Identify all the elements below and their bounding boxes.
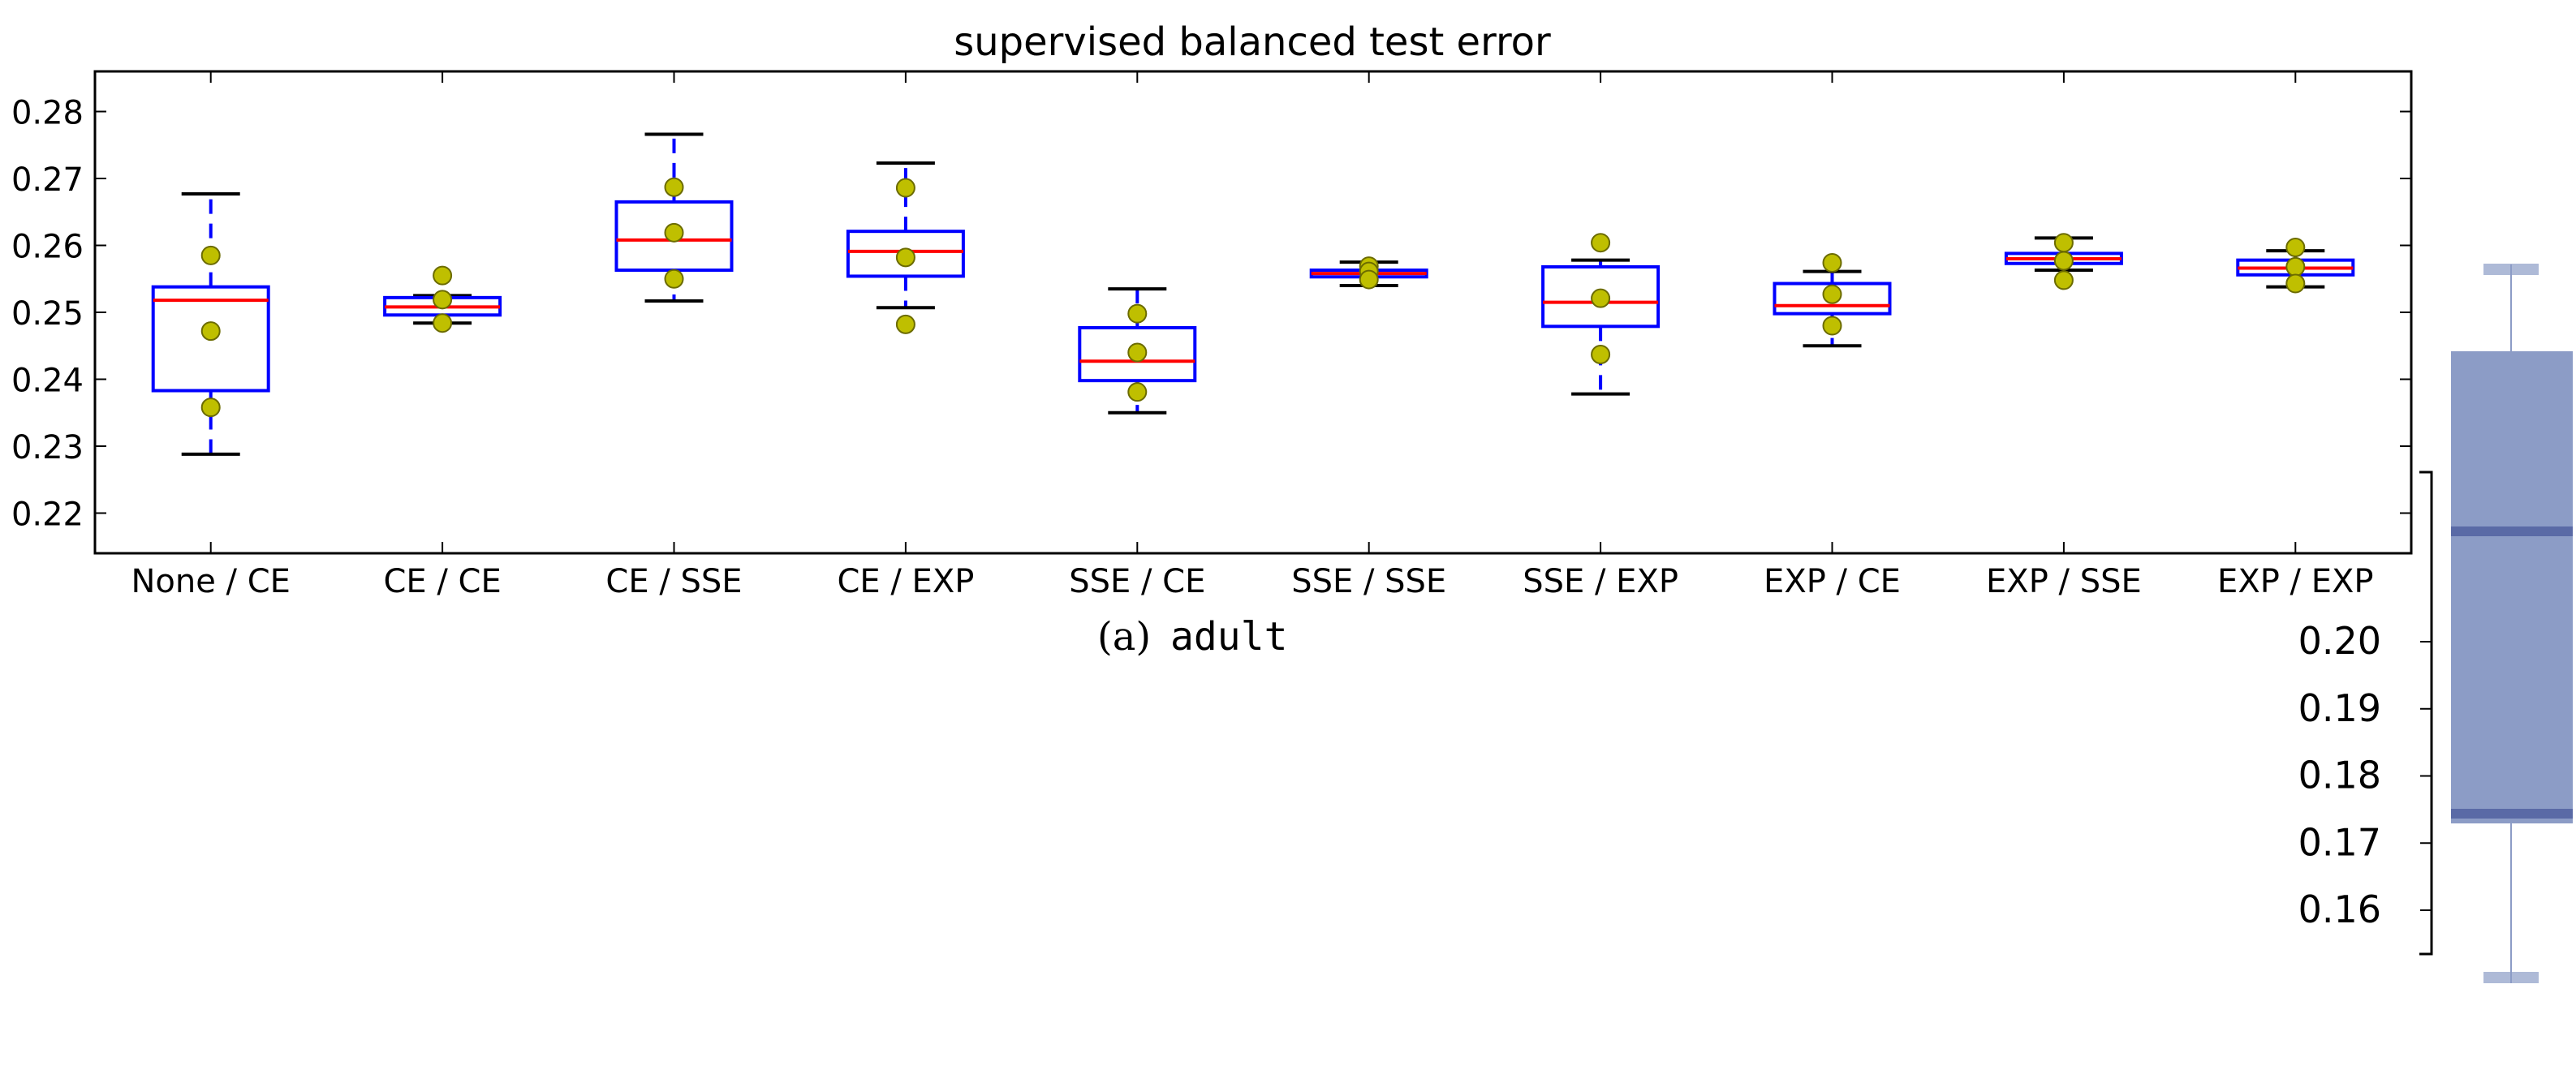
fragment-box [2451, 351, 2573, 823]
x-tick-label: CE / EXP [837, 563, 974, 600]
data-point [200, 321, 221, 342]
fragment-tick-label: 0.19 [2298, 686, 2381, 730]
data-point [2285, 237, 2306, 257]
x-axis: None / CE CE / CE CE / SSE CE / EXP SSE / CE… [131, 71, 2374, 600]
x-tick-label: EXP / EXP [2217, 563, 2374, 600]
box-5 [1078, 287, 1197, 415]
data-point [1591, 344, 1611, 364]
x-tick-label: None / CE [131, 563, 290, 600]
data-point [895, 314, 915, 334]
fragment-tick-label: 0.20 [2298, 619, 2381, 663]
fragment-upper-cap [2483, 264, 2539, 275]
data-point [2053, 251, 2074, 271]
neighbor-chart-fragment: 0.20 0.19 0.18 0.17 0.16 [2298, 264, 2573, 983]
x-tick-label: SSE / CE [1069, 563, 1205, 600]
data-point [1359, 269, 1379, 290]
fragment-box-edge [2451, 809, 2573, 819]
iqr-box [846, 230, 965, 278]
box-series [151, 132, 2355, 456]
data-point [1822, 252, 1842, 273]
plot-area [93, 70, 2413, 555]
data-point [2053, 270, 2074, 290]
y-tick-label: 0.26 [11, 229, 84, 266]
fragment-tick-label: 0.17 [2298, 820, 2381, 864]
x-tick-label: EXP / SSE [1986, 563, 2142, 600]
caption-name: adult [1170, 614, 1288, 660]
x-tick-label: EXP / CE [1764, 563, 1901, 600]
data-point [895, 247, 915, 268]
data-point [664, 222, 684, 243]
box-8 [1773, 252, 1892, 348]
y-tick-label: 0.25 [11, 295, 84, 333]
y-tick-label: 0.22 [11, 496, 84, 534]
box-1 [151, 191, 270, 456]
data-point [895, 178, 915, 198]
box-9 [2004, 233, 2123, 290]
x-tick-label: CE / CE [383, 563, 501, 600]
data-point [664, 269, 684, 289]
box-4 [846, 161, 965, 334]
x-tick-label: SSE / EXP [1523, 563, 1678, 600]
box-3 [614, 132, 734, 303]
y-tick-label: 0.23 [11, 429, 84, 466]
box-7 [1541, 233, 1661, 396]
data-point [200, 398, 221, 418]
data-point [433, 290, 453, 310]
plot-frame [93, 70, 2413, 555]
data-point [1822, 316, 1842, 336]
data-point [664, 177, 684, 197]
data-point [433, 313, 453, 333]
data-point [1127, 303, 1148, 324]
data-point [2285, 273, 2306, 294]
iqr-box [151, 285, 270, 393]
chart-title: supervised balanced test error [954, 19, 1551, 65]
data-point [433, 265, 453, 286]
x-tick-label: SSE / SSE [1291, 563, 1446, 600]
iqr-box [1078, 325, 1197, 383]
box-2 [383, 265, 502, 333]
x-tick-label: CE / SSE [605, 563, 742, 600]
fragment-median [2451, 526, 2573, 536]
data-point [200, 245, 221, 265]
y-tick-label: 0.27 [11, 161, 84, 199]
data-point [1822, 284, 1842, 304]
iqr-box [1541, 264, 1661, 329]
data-point [1127, 382, 1148, 402]
data-point [2285, 256, 2306, 277]
data-point [2053, 233, 2074, 253]
y-tick-label: 0.24 [11, 363, 84, 400]
fragment-tick-label: 0.16 [2298, 887, 2381, 931]
data-point [1127, 342, 1148, 363]
y-tick-label: 0.28 [11, 95, 84, 132]
data-point [1591, 233, 1611, 253]
box-6 [1309, 256, 1428, 290]
fragment-tick-label: 0.18 [2298, 754, 2381, 797]
fragment-lower-cap [2483, 972, 2539, 983]
caption-prefix: (a) [1097, 614, 1151, 660]
fragment-axis [2419, 471, 2433, 956]
data-point [1591, 288, 1611, 308]
iqr-box [1773, 281, 1892, 316]
y-axis: 0.22 0.23 0.24 0.25 0.26 0.27 0.28 [11, 95, 2411, 534]
box-10 [2236, 237, 2355, 294]
